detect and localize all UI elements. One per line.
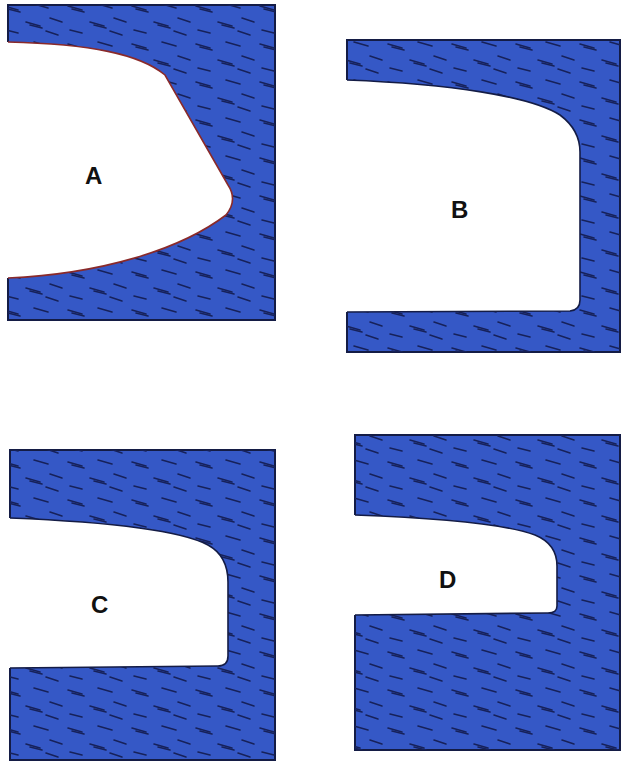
panel-b [340, 40, 620, 352]
panel-letter: A [85, 164, 102, 188]
panel-letter: C [91, 593, 108, 617]
panel-letter: B [451, 198, 468, 222]
panel-d [348, 435, 620, 750]
panel-letter: D [439, 568, 456, 592]
panel-c [3, 450, 275, 760]
panel-a [0, 5, 275, 320]
